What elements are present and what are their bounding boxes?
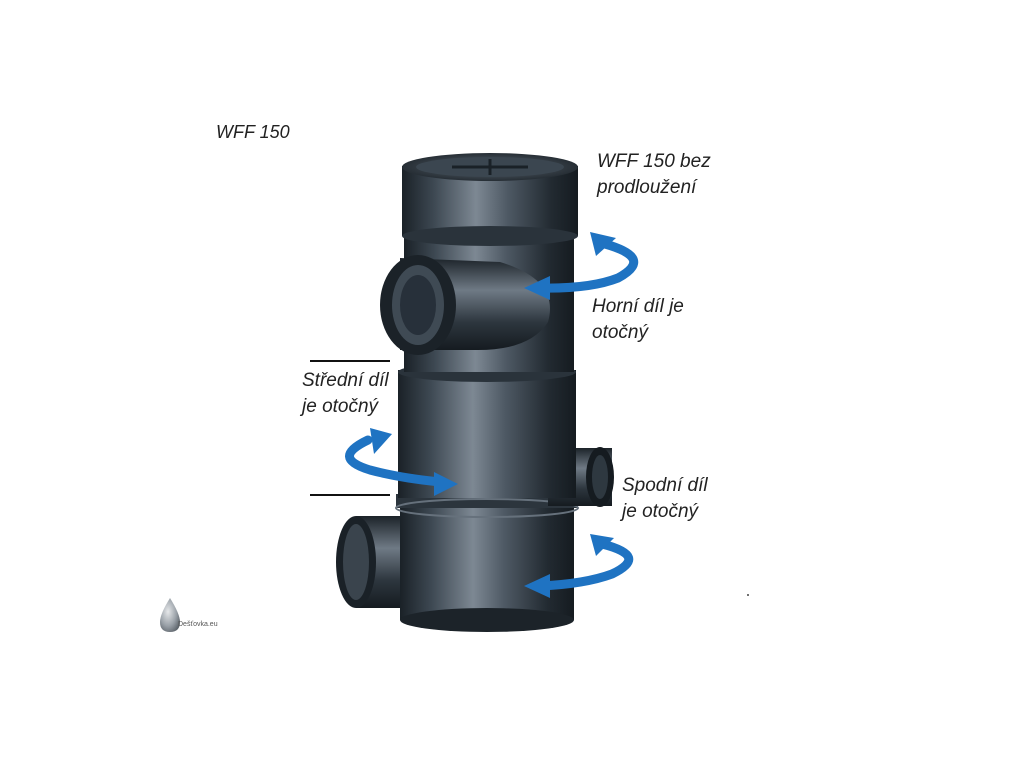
top-cap-label-line: WFF 150 bez [597, 151, 711, 172]
product-title: WFF 150 [216, 122, 290, 142]
middle-top-rule [310, 360, 390, 362]
upper-section-label: Horní díl je otočný [592, 294, 684, 346]
rotation-arrow-head [524, 276, 550, 300]
lower-section-label: Spodní díl je otočný [622, 473, 708, 525]
rotation-arrow-head [590, 232, 616, 256]
rotation-arrow-icon [535, 539, 634, 591]
rotation-arrow-head [590, 534, 614, 556]
upper-section-label-line: Horní díl je [592, 296, 684, 317]
lower-section-label-line: je otočný [622, 501, 699, 522]
lower-section [395, 494, 579, 632]
top-cap-label: WFF 150 bez prodloužení [597, 149, 711, 201]
rotation-arrow-icon [535, 239, 639, 293]
rotation-arrow-head [524, 574, 550, 598]
logo-text: Dešťovka.eu [178, 621, 218, 628]
water-drop-icon [160, 598, 180, 632]
middle-section-label: Střední díl je otočný [302, 368, 389, 420]
upper-inlet-elbow [380, 255, 550, 355]
top-cap-label-line: prodloužení [597, 177, 697, 198]
lower-section-label-line: Spodní díl [622, 475, 708, 496]
upper-section-label-line: otočný [592, 322, 648, 343]
rotation-arrow-head [370, 428, 392, 454]
speck [747, 594, 749, 596]
rotation-arrow-head [434, 472, 458, 496]
middle-section-label-line: Střední díl [302, 370, 389, 391]
rotation-arrow-icon [345, 435, 445, 487]
middle-section-label-line: je otočný [302, 396, 379, 417]
middle-bottom-rule [310, 494, 390, 496]
top-cap [402, 153, 578, 246]
